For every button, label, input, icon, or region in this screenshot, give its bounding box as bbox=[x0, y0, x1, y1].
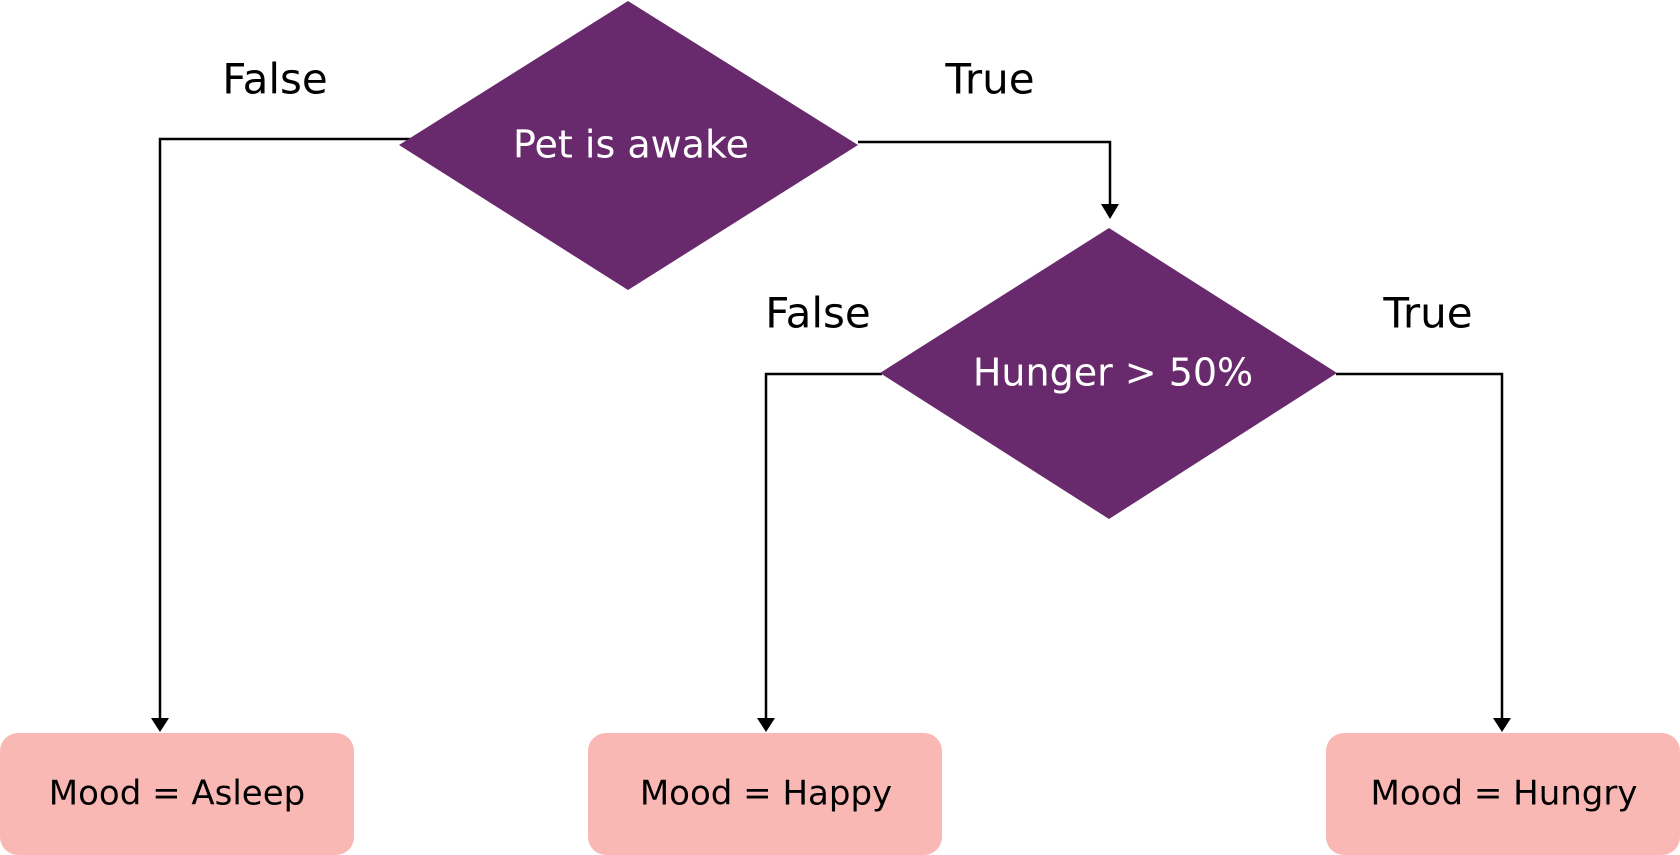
branch-label-pet-awake-false: False bbox=[222, 55, 327, 104]
arrowhead-asleep bbox=[151, 718, 169, 732]
branch-label-pet-awake-true: True bbox=[944, 55, 1034, 104]
branch-label-hunger-false: False bbox=[765, 289, 870, 338]
outcome-happy-label: Mood = Happy bbox=[640, 774, 892, 814]
arrowhead-hungry bbox=[1493, 718, 1511, 732]
outcome-hungry-label: Mood = Hungry bbox=[1371, 774, 1638, 814]
decision-pet-awake-diamond bbox=[399, 1, 858, 290]
connector-pet-awake-true bbox=[858, 140, 1112, 206]
outcome-happy-box bbox=[588, 733, 942, 855]
connector-hunger-true bbox=[1336, 372, 1504, 720]
arrowhead-hunger bbox=[1101, 204, 1119, 219]
decision-hunger-diamond bbox=[880, 228, 1337, 519]
connector-hunger-false bbox=[764, 372, 882, 720]
outcome-hungry-box bbox=[1326, 733, 1680, 855]
branch-label-hunger-true: True bbox=[1382, 289, 1472, 338]
arrowhead-happy bbox=[757, 718, 775, 732]
connector-pet-awake-false bbox=[158, 137, 410, 720]
decision-hunger-label: Hunger > 50% bbox=[973, 351, 1253, 395]
outcome-asleep-box bbox=[0, 733, 354, 855]
decision-pet-awake-label: Pet is awake bbox=[513, 123, 749, 167]
outcome-asleep-label: Mood = Asleep bbox=[49, 774, 305, 814]
